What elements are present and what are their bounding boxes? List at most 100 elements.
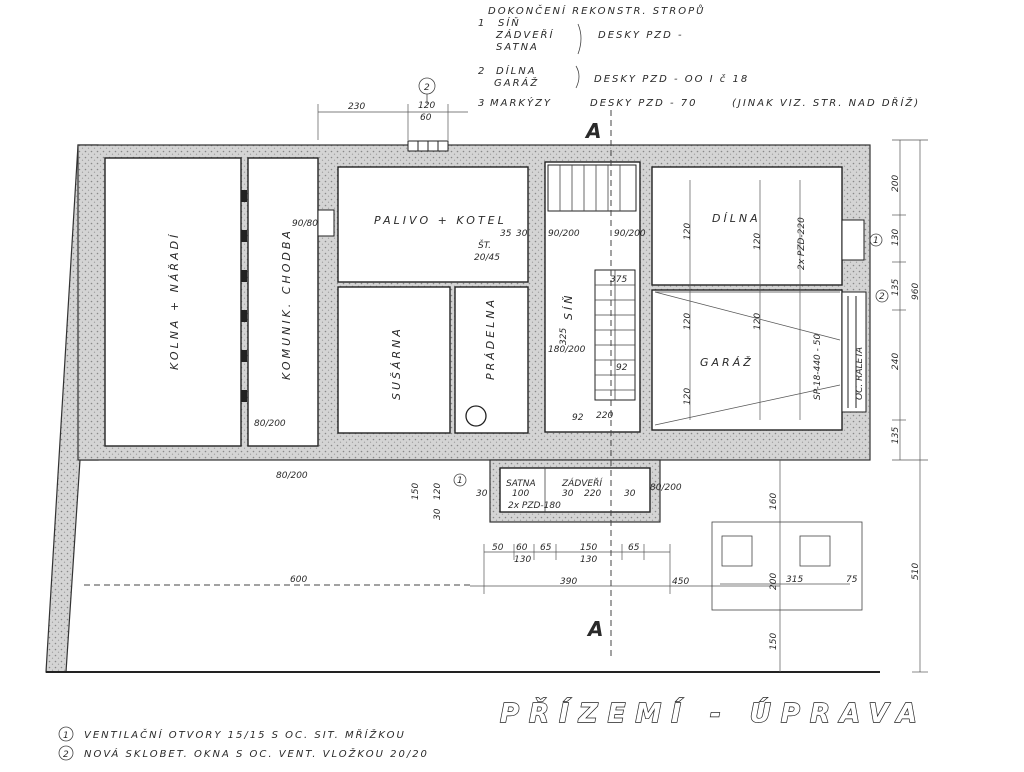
note-satna: SATNA: [496, 42, 539, 53]
section-label-bottom: A: [586, 617, 603, 641]
window-marker-label: 2: [424, 83, 430, 93]
dim-80-200: 80/200: [254, 419, 286, 429]
room-susarna: [337, 286, 451, 434]
dim-150-left: 150: [411, 483, 421, 500]
room-satna-zadveri: [499, 467, 651, 513]
brace-1: [577, 23, 582, 55]
dim-dilna-120a: 120: [683, 223, 693, 240]
label-okno-raleta: OC. RALETA: [855, 347, 865, 400]
label-dilna: DÍLNA: [712, 212, 761, 225]
porch-dimensions: 100 220 30 2x PZD-180 30 30 150 120 30 8…: [276, 471, 682, 520]
dim-b-450: 450: [672, 577, 689, 587]
dim-100: 100: [512, 489, 529, 499]
staircase: [547, 164, 637, 401]
footnote-num-2: 2: [63, 750, 69, 760]
dim-600: 600: [290, 575, 307, 585]
dim-30-porch: 30: [562, 489, 574, 499]
section-line-a: A A: [584, 110, 612, 660]
label-susarna: SUŠÁRNA: [390, 326, 403, 400]
dim-60: 60: [420, 113, 432, 123]
label-palivo: PALIVO + KOTEL: [374, 214, 507, 227]
dim-sit2: 20/45: [474, 253, 500, 263]
dim-dilna-120b: 120: [753, 233, 763, 250]
dim-180-200: 180/200: [548, 345, 586, 355]
planter-1: [721, 535, 753, 567]
label-sin: SÍŇ: [562, 293, 575, 320]
dim-h-200: 200: [769, 573, 779, 590]
terrace-outline: [711, 521, 863, 611]
note-spec-2: DESKY PZD - OO I č 18: [594, 73, 749, 85]
dim-35: 35: [500, 229, 512, 239]
dim-b-130: 130: [514, 555, 531, 565]
dim-pzd-vertical: 2x PZD-220: [797, 217, 807, 270]
label-pradelna: PRÁDELNA: [484, 297, 497, 380]
dim-90-200-b: 90/200: [614, 229, 646, 239]
dim-30-porch-right: 30: [624, 489, 636, 499]
note-spec-1: DESKY PZD -: [598, 30, 684, 41]
dim-pzd-vertical-2: SP-18-440 - 50: [813, 334, 823, 400]
chodba-niches: [241, 190, 247, 402]
dim-garaz-120b: 120: [683, 388, 693, 405]
label-satna: SATNA: [506, 479, 536, 489]
garage-hatching: [654, 180, 841, 426]
dim-r-135: 135: [891, 279, 901, 296]
dim-220-porch: 220: [584, 489, 601, 499]
dim-b-50: 50: [492, 543, 504, 553]
dim-30-porch-left: 30: [476, 489, 488, 499]
section-label-top: A: [584, 119, 601, 143]
note-3-remark: (JINAK VIZ. STR. NAD DŘÍŽ): [732, 96, 920, 109]
dim-h-160: 160: [769, 493, 779, 510]
room-palivo: [337, 166, 529, 283]
top-windows: [317, 140, 867, 413]
room-labels: KOLNA + NÁŘADÍ KOMUNIK. CHODBA PALIVO + …: [168, 212, 761, 489]
label-zadveri: ZÁDVEŘÍ: [561, 477, 603, 489]
right-dimension-chain: 200 130 135 240 135 960 510: [891, 139, 928, 673]
dim-90-80: 90/80: [292, 219, 318, 229]
label-garaz: GARÁŽ: [700, 356, 754, 369]
exterior-features: 315 75 160 200 150: [711, 460, 863, 672]
dim-garaz-120c: 120: [753, 313, 763, 330]
note-num-2: 2: [478, 66, 486, 77]
dim-375: 375: [610, 275, 627, 285]
dim-garaz-120a: 120: [683, 313, 693, 330]
room-chodba: [247, 157, 319, 447]
note-num-3: 3: [478, 98, 486, 109]
drawing-title: PŘÍZEMÍ - ÚPRAVA: [500, 697, 927, 729]
footnotes: 1 VENTILAČNÍ OTVORY 15/15 S OC. SIT. MŘÍ…: [58, 726, 429, 761]
dim-92: 92: [572, 413, 584, 423]
dim-30: 30: [516, 229, 528, 239]
dim-b-150: 150: [580, 543, 597, 553]
dim-90-200: 90/200: [548, 229, 580, 239]
dim-325: 325: [559, 328, 569, 345]
dim-120-left: 120: [433, 483, 443, 500]
dim-h-150: 150: [769, 633, 779, 650]
dim-r-130: 130: [891, 229, 901, 246]
note-dilna: DÍLNA: [496, 64, 537, 77]
dim-120: 120: [418, 101, 435, 111]
footnote-text-1: VENTILAČNÍ OTVORY 15/15 S OC. SIT. MŘÍŽK…: [84, 728, 406, 741]
interior-dimensions: 90/80 35 30 90/200 ŠT. 20/45 180/200 325…: [254, 217, 865, 429]
label-kolna: KOLNA + NÁŘADÍ: [168, 232, 181, 370]
dim-80-200-porch: 80/200: [650, 483, 682, 493]
vent-markers: 1 1 2: [453, 233, 889, 487]
dim-230: 230: [348, 102, 365, 112]
bottom-dimension-chain: 50 60 65 150 65 130 130 390 450: [470, 543, 780, 594]
footnote-text-2: NOVÁ SKLOBET. OKNA S OC. VENT. VLOŽKOU 2…: [84, 747, 429, 760]
room-kolna: [104, 157, 242, 447]
dim-b-60: 60: [516, 543, 528, 553]
building-walls: [77, 144, 871, 523]
dim-r-200: 200: [891, 175, 901, 192]
dim-92-b: 92: [616, 363, 628, 373]
planter-2: [799, 535, 831, 567]
header-notes: DOKONČENÍ REKONSTR. STROPŮ 1 SÍŇ ZÁDVEŘÍ…: [478, 4, 920, 109]
room-pradelna: [454, 286, 529, 434]
dim-sit: ŠT.: [478, 239, 491, 251]
dim-220: 220: [596, 411, 613, 421]
dim-75: 75: [846, 575, 858, 585]
dim-r-510: 510: [911, 563, 921, 580]
note-zadveri: ZÁDVEŘÍ: [495, 28, 554, 41]
dim-r-240: 240: [891, 353, 901, 370]
top-dimension-chain: 230 120 60 2: [317, 77, 468, 140]
window-marker-right: 2: [879, 292, 885, 302]
